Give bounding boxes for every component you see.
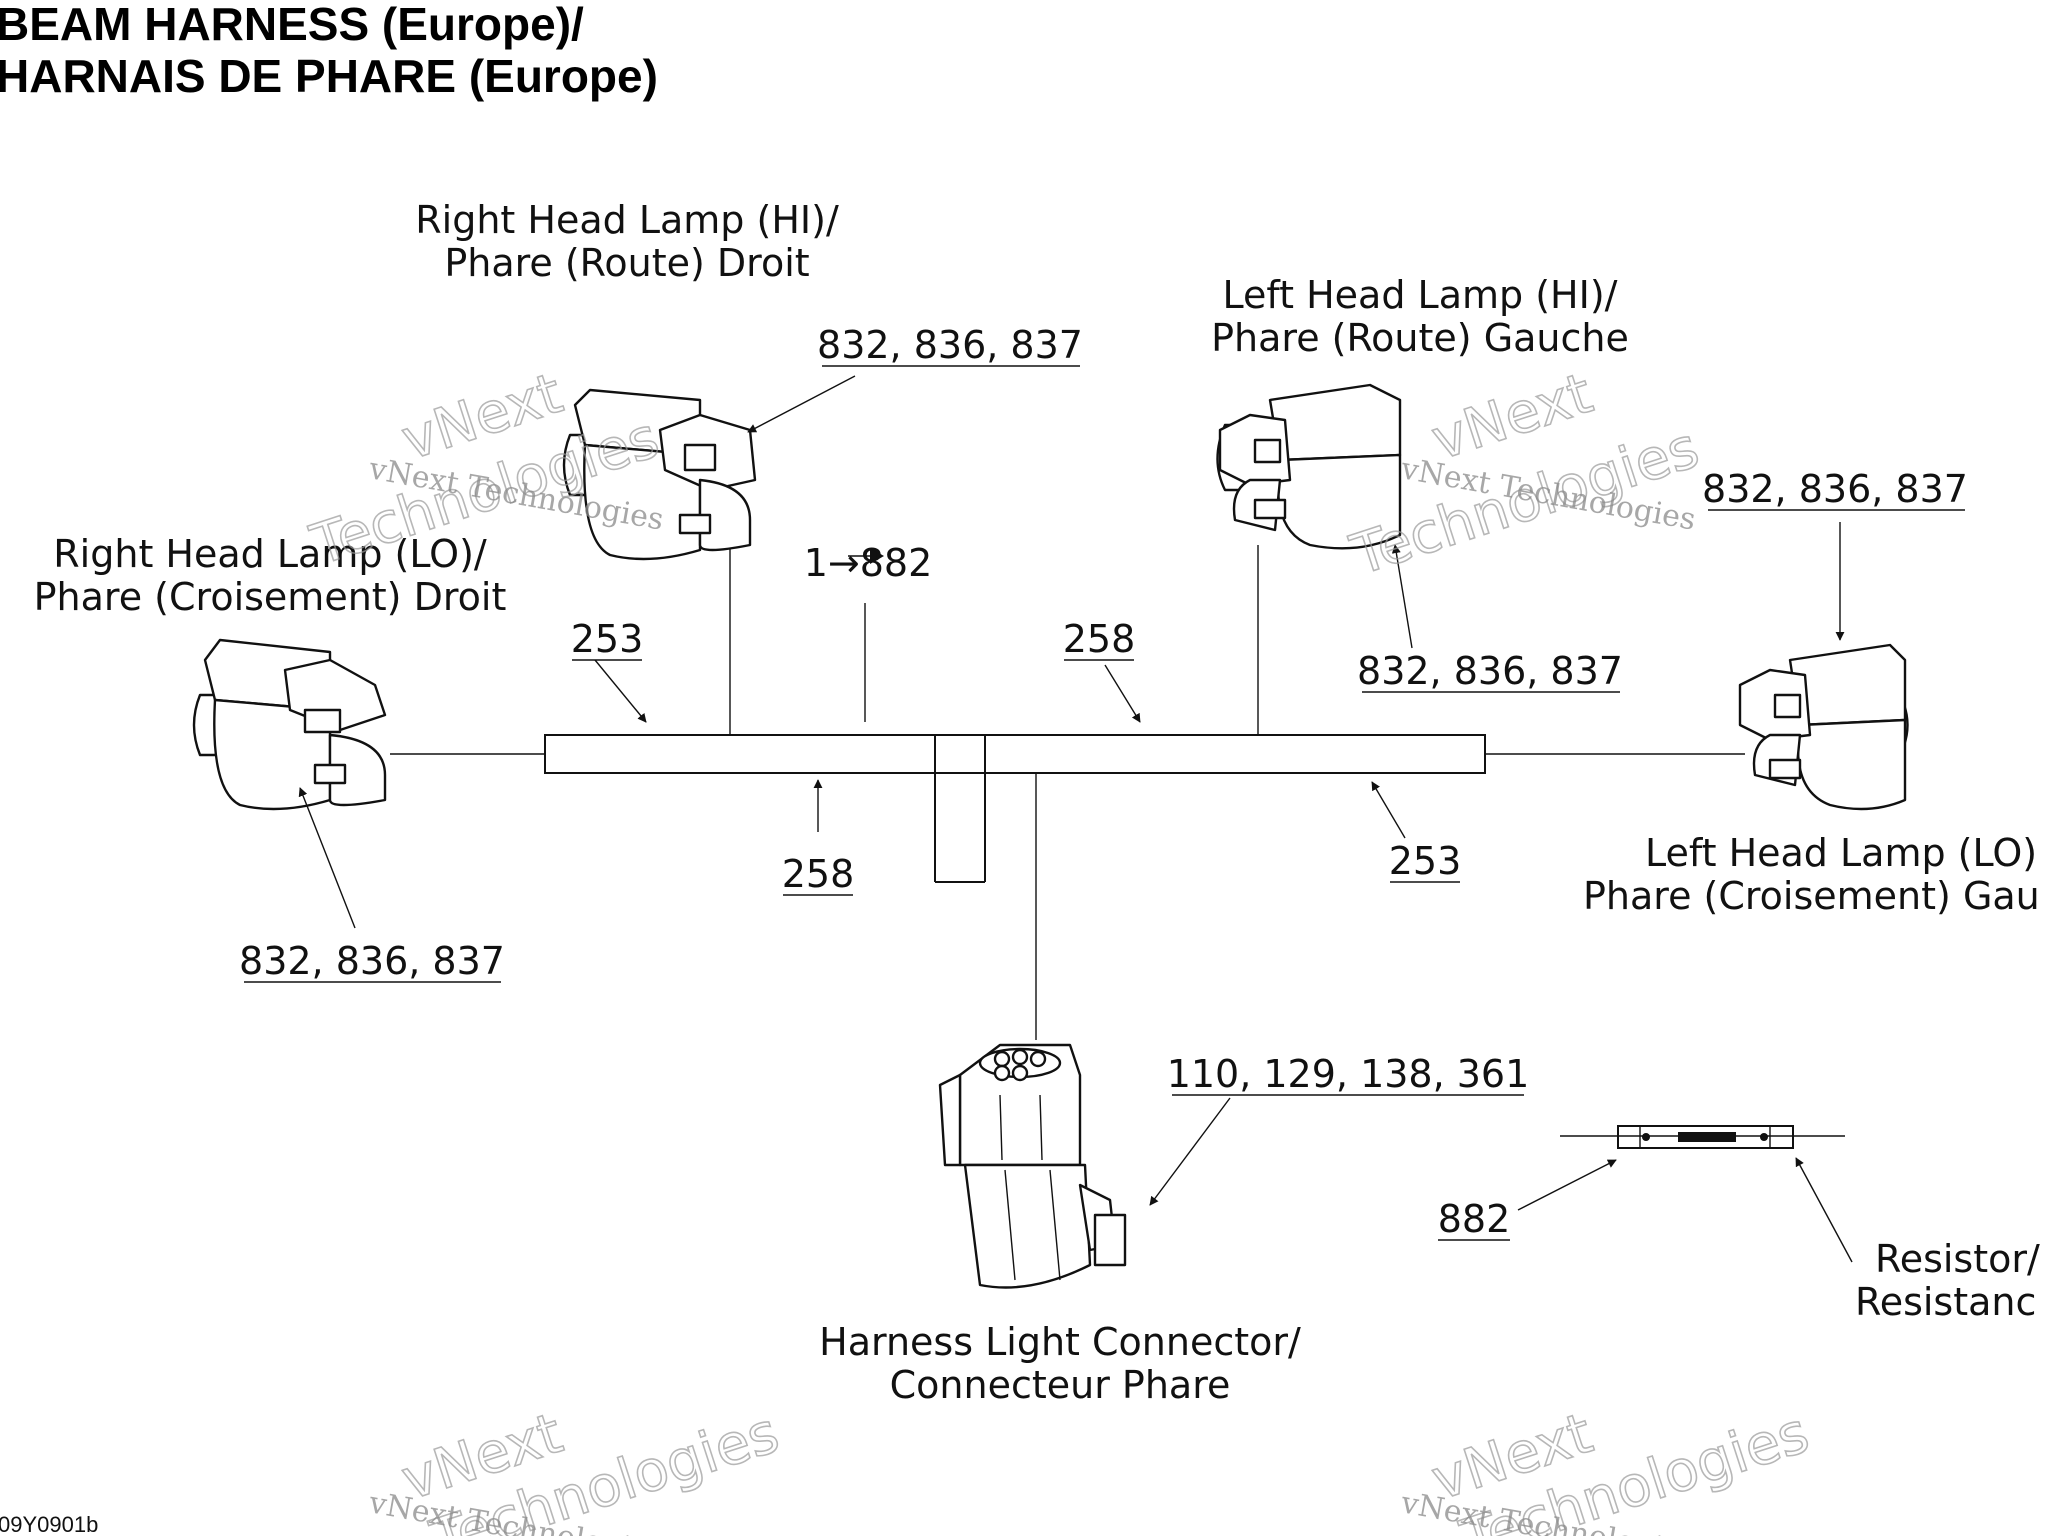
left-lo-lamp-socket (1738, 643, 1909, 811)
right-lo-label-line-2: Phare (Croisement) Droit (34, 575, 507, 619)
resistor-label-line-1: Resistor/ (1875, 1237, 2040, 1281)
connector-label-line-1: Harness Light Connector/ (819, 1320, 1301, 1364)
ref-resistor: 882 (1438, 1197, 1511, 1241)
main-harness (390, 545, 1745, 1040)
footer-code: 09Y0901b (0, 1512, 98, 1536)
ref-connector: 110, 129, 138, 361 (1167, 1052, 1530, 1096)
left-hi-lamp-socket (1216, 383, 1402, 550)
leader-lines (298, 375, 1853, 1263)
ref-center-top: 1→882 (804, 541, 933, 585)
right-hi-label-line-2: Phare (Route) Droit (444, 241, 809, 285)
ref-right-lo: 832, 836, 837 (239, 939, 505, 983)
title-line-2: HARNAIS DE PHARE (Europe) (0, 50, 658, 102)
resistor (1560, 1125, 1845, 1149)
left-hi-label-line-2: Phare (Route) Gauche (1211, 316, 1629, 360)
left-hi-label-line-1: Left Head Lamp (HI)/ (1223, 273, 1618, 317)
right-lo-label-line-1: Right Head Lamp (LO)/ (53, 532, 487, 576)
ref-right-hi: 832, 836, 837 (817, 323, 1083, 367)
title-line-1: BEAM HARNESS (Europe)/ (0, 0, 584, 50)
ref-258-bottom: 258 (782, 852, 855, 896)
right-lo-lamp-socket (192, 638, 387, 811)
watermark-bottom-left: vNext Technologies vNext Technologies (366, 1400, 788, 1536)
watermark-bottom-right: vNext Technologies vNext Technologies (1398, 1400, 1818, 1536)
left-lo-label-line-2: Phare (Croisement) Gau (1583, 874, 2040, 918)
ref-253-left: 253 (571, 617, 644, 661)
right-hi-label-line-1: Right Head Lamp (HI)/ (415, 198, 839, 242)
right-hi-lamp-socket (562, 388, 757, 561)
ref-left-hi: 832, 836, 837 (1357, 649, 1623, 693)
harness-trunk (544, 734, 1486, 774)
resistor-label-line-2: Resistanc (1855, 1280, 2036, 1324)
ref-left-lo: 832, 836, 837 (1702, 467, 1968, 511)
ref-253-bottom: 253 (1389, 839, 1462, 883)
ref-258-right: 258 (1063, 617, 1136, 661)
harness-light-connector (938, 1043, 1127, 1289)
left-lo-label-line-1: Left Head Lamp (LO) (1645, 831, 2037, 875)
connector-label-line-2: Connecteur Phare (890, 1363, 1231, 1407)
